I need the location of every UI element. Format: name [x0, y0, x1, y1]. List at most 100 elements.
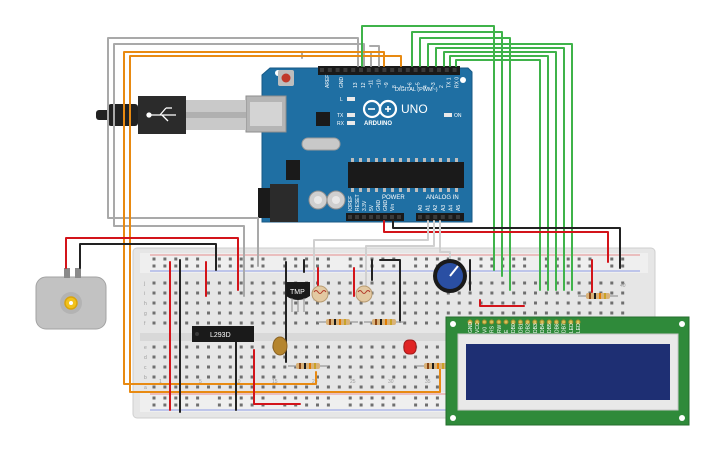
breadboard-hole[interactable] — [599, 301, 603, 305]
breadboard-hole[interactable] — [185, 291, 189, 295]
breadboard-hole[interactable] — [359, 281, 363, 285]
breadboard-hole[interactable] — [457, 311, 461, 315]
breadboard-hole[interactable] — [577, 301, 581, 305]
breadboard-hole[interactable] — [337, 281, 341, 285]
breadboard-hole[interactable] — [326, 345, 330, 349]
breadboard-hole[interactable] — [425, 311, 428, 315]
rail-hole[interactable] — [392, 396, 396, 400]
breadboard-hole[interactable] — [305, 345, 309, 349]
breadboard-hole[interactable] — [283, 385, 287, 389]
breadboard-hole[interactable] — [490, 291, 494, 295]
breadboard-hole[interactable] — [425, 345, 428, 349]
rail-hole[interactable] — [185, 403, 189, 407]
breadboard-hole[interactable] — [446, 301, 450, 305]
breadboard-hole[interactable] — [435, 301, 439, 305]
rail-hole[interactable] — [359, 264, 363, 268]
breadboard-hole[interactable] — [261, 355, 265, 359]
rail-hole[interactable] — [163, 403, 167, 407]
rail-hole[interactable] — [152, 264, 156, 268]
analog-header-pin[interactable] — [448, 215, 453, 219]
rail-hole[interactable] — [305, 264, 309, 268]
breadboard-hole[interactable] — [348, 385, 352, 389]
lcd-pin[interactable] — [568, 319, 574, 325]
breadboard-hole[interactable] — [294, 385, 298, 389]
breadboard-hole[interactable] — [479, 281, 483, 285]
breadboard-hole[interactable] — [370, 365, 374, 369]
breadboard-hole[interactable] — [152, 345, 156, 349]
breadboard-hole[interactable] — [392, 301, 396, 305]
rail-hole[interactable] — [228, 396, 232, 400]
rail-hole[interactable] — [196, 257, 200, 261]
rail-hole[interactable] — [326, 403, 330, 407]
breadboard-hole[interactable] — [239, 385, 243, 389]
breadboard-hole[interactable] — [305, 375, 309, 379]
breadboard-hole[interactable] — [544, 291, 548, 295]
breadboard-hole[interactable] — [250, 375, 254, 379]
breadboard-hole[interactable] — [392, 345, 396, 349]
analog-header-pin[interactable] — [433, 215, 438, 219]
breadboard-hole[interactable] — [370, 311, 374, 315]
breadboard-hole[interactable] — [435, 355, 439, 359]
breadboard-hole[interactable] — [283, 355, 287, 359]
breadboard-hole[interactable] — [239, 311, 243, 315]
breadboard-hole[interactable] — [316, 375, 319, 379]
rail-hole[interactable] — [239, 264, 243, 268]
rail-hole[interactable] — [370, 403, 374, 407]
breadboard-hole[interactable] — [490, 281, 494, 285]
rail-hole[interactable] — [425, 257, 428, 261]
breadboard-hole[interactable] — [250, 321, 254, 325]
breadboard-hole[interactable] — [228, 355, 232, 359]
breadboard-hole[interactable] — [272, 355, 276, 359]
analog-header-pin[interactable] — [440, 215, 445, 219]
lcd-pin[interactable] — [525, 319, 531, 325]
breadboard-hole[interactable] — [610, 291, 614, 295]
breadboard-hole[interactable] — [490, 301, 494, 305]
breadboard-hole[interactable] — [152, 385, 156, 389]
breadboard-hole[interactable] — [174, 355, 178, 359]
rail-hole[interactable] — [348, 257, 352, 261]
breadboard-hole[interactable] — [359, 311, 363, 315]
rail-hole[interactable] — [316, 396, 319, 400]
breadboard-hole[interactable] — [239, 321, 243, 325]
breadboard-hole[interactable] — [217, 365, 221, 369]
breadboard-hole[interactable] — [294, 375, 298, 379]
power-header-pin[interactable] — [348, 215, 352, 219]
rail-hole[interactable] — [261, 396, 265, 400]
breadboard-hole[interactable] — [185, 375, 189, 379]
breadboard-hole[interactable] — [174, 281, 178, 285]
breadboard-hole[interactable] — [272, 311, 276, 315]
digital-header-pin[interactable] — [335, 68, 340, 72]
digital-header-pin[interactable] — [398, 68, 402, 72]
rail-hole[interactable] — [425, 264, 428, 268]
breadboard-hole[interactable] — [599, 311, 603, 315]
breadboard-hole[interactable] — [174, 311, 178, 315]
dc-motor[interactable] — [35, 268, 107, 330]
breadboard-hole[interactable] — [381, 311, 385, 315]
breadboard-hole[interactable] — [337, 385, 341, 389]
breadboard-hole[interactable] — [207, 355, 210, 359]
rail-hole[interactable] — [348, 403, 352, 407]
rail-hole[interactable] — [163, 396, 167, 400]
breadboard-hole[interactable] — [261, 281, 265, 285]
breadboard-hole[interactable] — [555, 311, 559, 315]
breadboard-hole[interactable] — [217, 281, 221, 285]
breadboard-hole[interactable] — [381, 375, 385, 379]
breadboard-hole[interactable] — [305, 385, 309, 389]
breadboard-hole[interactable] — [163, 321, 167, 325]
breadboard-hole[interactable] — [228, 301, 232, 305]
breadboard-hole[interactable] — [337, 375, 341, 379]
breadboard-hole[interactable] — [610, 301, 614, 305]
rail-hole[interactable] — [435, 396, 439, 400]
rail-hole[interactable] — [250, 396, 254, 400]
lcd-pin[interactable] — [496, 319, 502, 325]
breadboard-hole[interactable] — [239, 355, 243, 359]
breadboard-hole[interactable] — [425, 281, 428, 285]
breadboard-hole[interactable] — [316, 355, 319, 359]
rail-hole[interactable] — [512, 264, 516, 268]
breadboard-hole[interactable] — [359, 385, 363, 389]
breadboard-hole[interactable] — [446, 291, 450, 295]
digital-header-pin[interactable] — [351, 68, 356, 72]
breadboard-hole[interactable] — [457, 301, 461, 305]
breadboard-hole[interactable] — [207, 281, 210, 285]
breadboard-hole[interactable] — [185, 281, 189, 285]
